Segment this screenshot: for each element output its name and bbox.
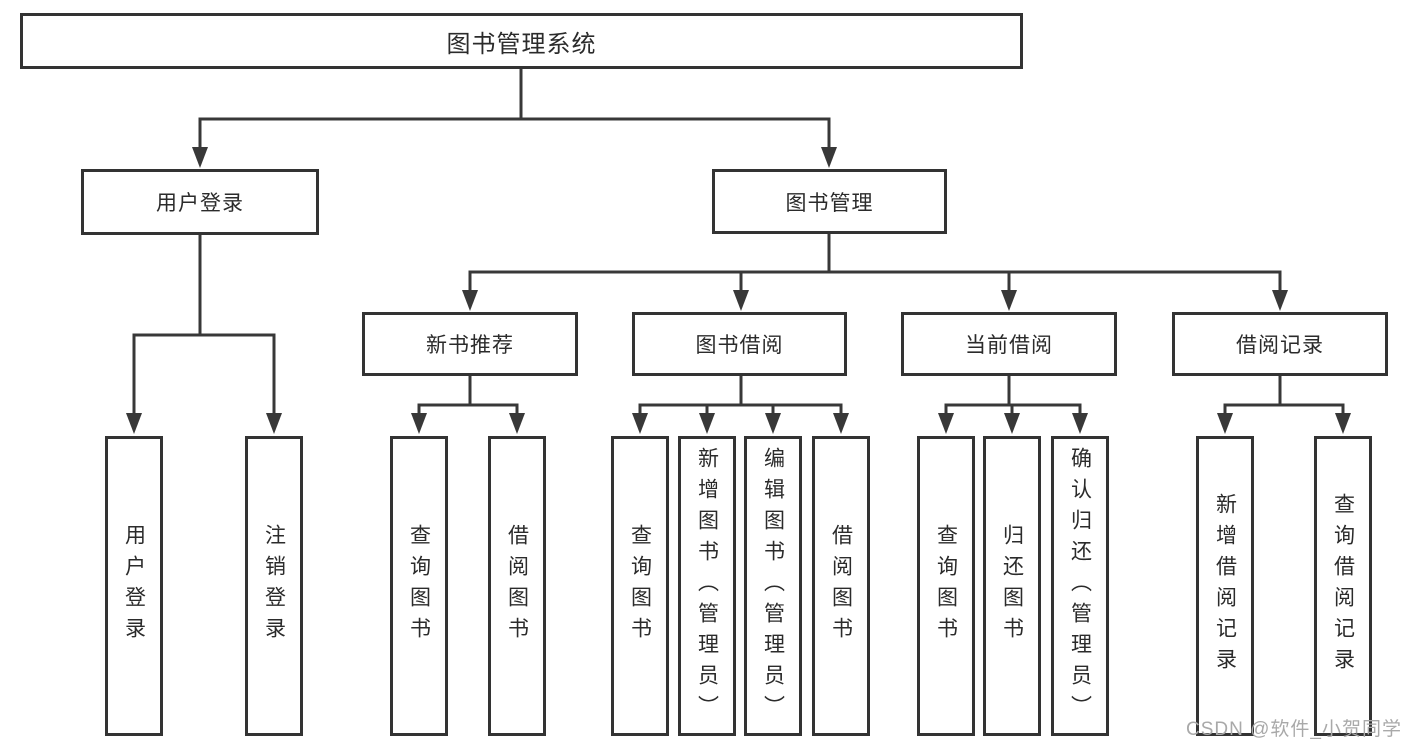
leaf-label: 新增图书（管理员） xyxy=(695,446,719,726)
connector-borrow-records-children xyxy=(1217,376,1351,434)
arrow-down-icon xyxy=(126,413,142,434)
connector-current-borrow-children xyxy=(938,376,1088,434)
node-user-login-leaf: 用户登录 xyxy=(105,436,163,736)
arrow-down-icon xyxy=(1217,413,1233,434)
node-query-books-2: 查询图书 xyxy=(611,436,669,736)
arrow-down-icon xyxy=(821,147,837,168)
node-user-login: 用户登录 xyxy=(81,169,319,235)
connector-book-borrow-children xyxy=(632,376,849,434)
arrow-down-icon xyxy=(733,290,749,311)
node-confirm-return-admin: 确认归还（管理员） xyxy=(1051,436,1109,736)
arrow-down-icon xyxy=(1335,413,1351,434)
node-current-borrow: 当前借阅 xyxy=(901,312,1117,376)
connector-book-management-to-level3 xyxy=(462,233,1288,311)
leaf-label: 查询借阅记录 xyxy=(1331,493,1355,679)
node-query-borrow-record: 查询借阅记录 xyxy=(1314,436,1372,736)
leaf-label: 编辑图书（管理员） xyxy=(761,446,785,726)
arrow-down-icon xyxy=(765,413,781,434)
arrow-down-icon xyxy=(1001,290,1017,311)
node-book-borrow: 图书借阅 xyxy=(632,312,847,376)
arrow-down-icon xyxy=(699,413,715,434)
node-borrow-books-1: 借阅图书 xyxy=(488,436,546,736)
node-borrow-records: 借阅记录 xyxy=(1172,312,1388,376)
connector-root-to-level2 xyxy=(192,69,837,168)
node-query-books-1: 查询图书 xyxy=(390,436,448,736)
arrow-down-icon xyxy=(1004,413,1020,434)
node-query-books-3: 查询图书 xyxy=(917,436,975,736)
node-book-management: 图书管理 xyxy=(712,169,947,234)
leaf-label: 借阅图书 xyxy=(829,524,853,648)
arrow-down-icon xyxy=(1072,413,1088,434)
leaf-label: 查询图书 xyxy=(934,524,958,648)
connector-user-login-children xyxy=(126,234,282,434)
leaf-label: 查询图书 xyxy=(407,524,431,648)
node-borrow-books-2: 借阅图书 xyxy=(812,436,870,736)
arrow-down-icon xyxy=(509,413,525,434)
arrow-down-icon xyxy=(632,413,648,434)
arrow-down-icon xyxy=(1272,290,1288,311)
arrow-down-icon xyxy=(266,413,282,434)
arrow-down-icon xyxy=(833,413,849,434)
node-new-book-recommendation: 新书推荐 xyxy=(362,312,578,376)
leaf-label: 查询图书 xyxy=(628,524,652,648)
arrow-down-icon xyxy=(462,290,478,311)
node-return-books: 归还图书 xyxy=(983,436,1041,736)
node-add-borrow-record: 新增借阅记录 xyxy=(1196,436,1254,736)
leaf-label: 用户登录 xyxy=(122,524,146,648)
leaf-label: 新增借阅记录 xyxy=(1213,493,1237,679)
arrow-down-icon xyxy=(411,413,427,434)
node-add-books-admin: 新增图书（管理员） xyxy=(678,436,736,736)
leaf-label: 确认归还（管理员） xyxy=(1068,446,1092,726)
connector-new-books-children xyxy=(411,376,525,434)
node-logout: 注销登录 xyxy=(245,436,303,736)
node-edit-books-admin: 编辑图书（管理员） xyxy=(744,436,802,736)
leaf-label: 借阅图书 xyxy=(505,524,529,648)
leaf-label: 注销登录 xyxy=(262,524,286,648)
leaf-label: 归还图书 xyxy=(1000,524,1024,648)
csdn-watermark: CSDN @软件_小贺同学 xyxy=(1186,719,1402,740)
node-library-management-system: 图书管理系统 xyxy=(20,13,1023,69)
arrow-down-icon xyxy=(938,413,954,434)
arrow-down-icon xyxy=(192,147,208,168)
